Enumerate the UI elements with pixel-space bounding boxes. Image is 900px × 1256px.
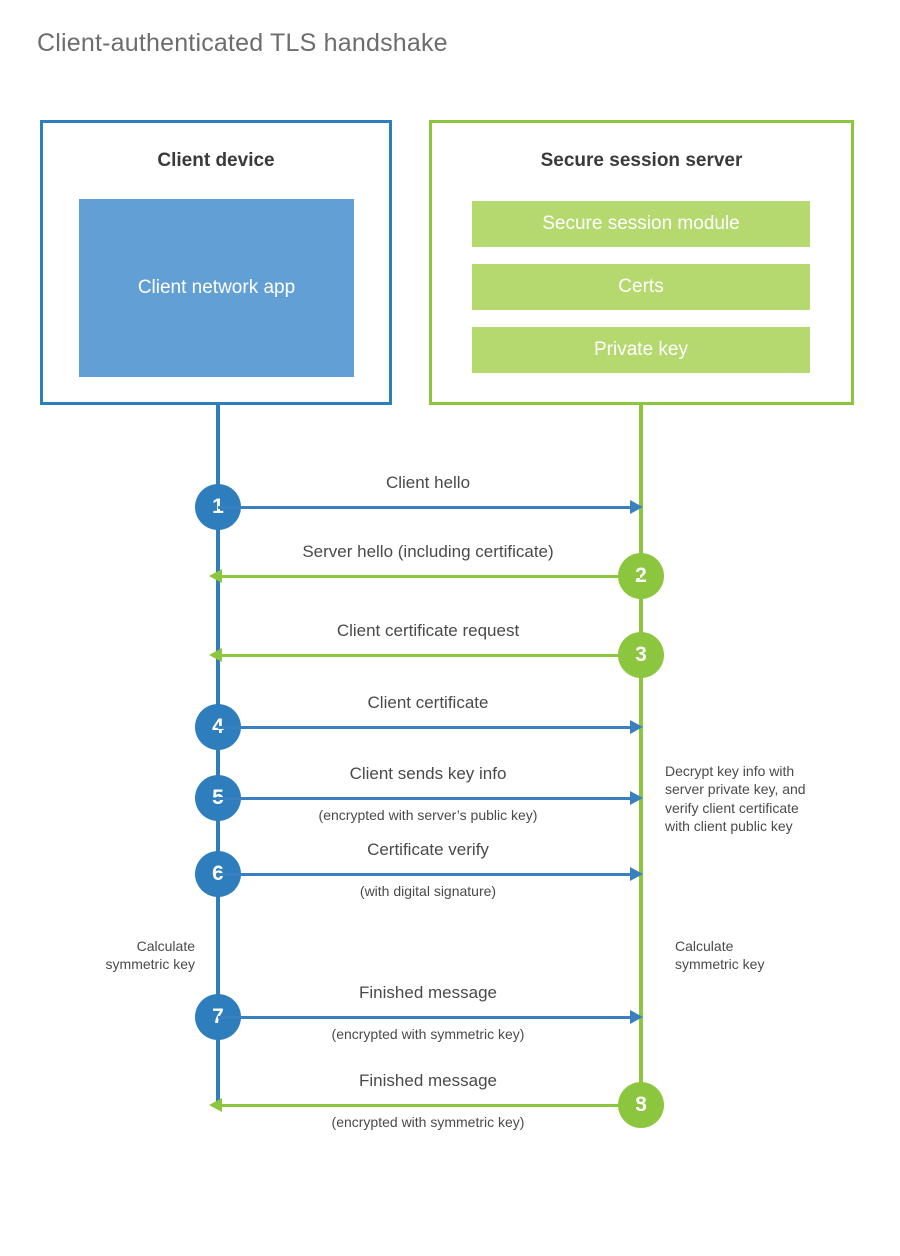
message-sublabel-8: (encrypted with symmetric key) xyxy=(331,1114,525,1130)
server-module-certs: Certs xyxy=(472,264,810,310)
message-sublabel-5: (encrypted with server’s public key) xyxy=(318,807,538,823)
arrowhead-icon-7 xyxy=(630,1010,643,1024)
page-title: Client-authenticated TLS handshake xyxy=(37,29,448,57)
message-label-1: Client hello xyxy=(385,473,471,492)
message-label-6: Certificate verify xyxy=(367,840,489,859)
server-lifeline xyxy=(639,402,643,1106)
message-label-4: Client certificate xyxy=(367,693,489,712)
message-label-2: Server hello (including certificate) xyxy=(302,542,554,561)
message-line-6 xyxy=(218,873,636,876)
client-network-app-block: Client network app xyxy=(79,199,354,377)
arrowhead-icon-3 xyxy=(209,648,222,662)
annotation-client-calculate-symmetric-key: Calculate symmetric key xyxy=(105,938,195,973)
arrowhead-icon-1 xyxy=(630,500,643,514)
annotation-server-decrypt-key-info: Decrypt key info with server private key… xyxy=(665,763,806,835)
message-label-5: Client sends key info xyxy=(349,764,507,783)
arrowhead-icon-6 xyxy=(630,867,643,881)
message-line-3 xyxy=(222,654,640,657)
message-line-1 xyxy=(218,506,636,509)
server-module-secure-session-module: Secure session module xyxy=(472,201,810,247)
message-label-3: Client certificate request xyxy=(336,621,520,640)
arrowhead-icon-4 xyxy=(630,720,643,734)
participant-secure-session-server: Secure session server Secure session mod… xyxy=(429,120,854,405)
message-line-2 xyxy=(222,575,640,578)
arrowhead-icon-8 xyxy=(209,1098,222,1112)
client-lifeline xyxy=(216,402,220,1108)
message-line-4 xyxy=(218,726,636,729)
server-module-private-key: Private key xyxy=(472,327,810,373)
message-label-7: Finished message xyxy=(359,983,497,1002)
message-line-5 xyxy=(218,797,636,800)
client-device-title: Client device xyxy=(157,150,275,171)
message-line-8 xyxy=(222,1104,640,1107)
message-sublabel-7: (encrypted with symmetric key) xyxy=(331,1026,525,1042)
step-circle-8[interactable]: 8 xyxy=(618,1082,664,1128)
message-line-7 xyxy=(218,1016,636,1019)
participant-client-device: Client device Client network app xyxy=(40,120,392,405)
arrowhead-icon-2 xyxy=(209,569,222,583)
message-label-8: Finished message xyxy=(359,1071,497,1090)
arrowhead-icon-5 xyxy=(630,791,643,805)
step-circle-2[interactable]: 2 xyxy=(618,553,664,599)
annotation-server-calculate-symmetric-key: Calculate symmetric key xyxy=(675,938,765,973)
message-sublabel-6: (with digital signature) xyxy=(359,883,497,899)
secure-server-title: Secure session server xyxy=(540,150,743,171)
